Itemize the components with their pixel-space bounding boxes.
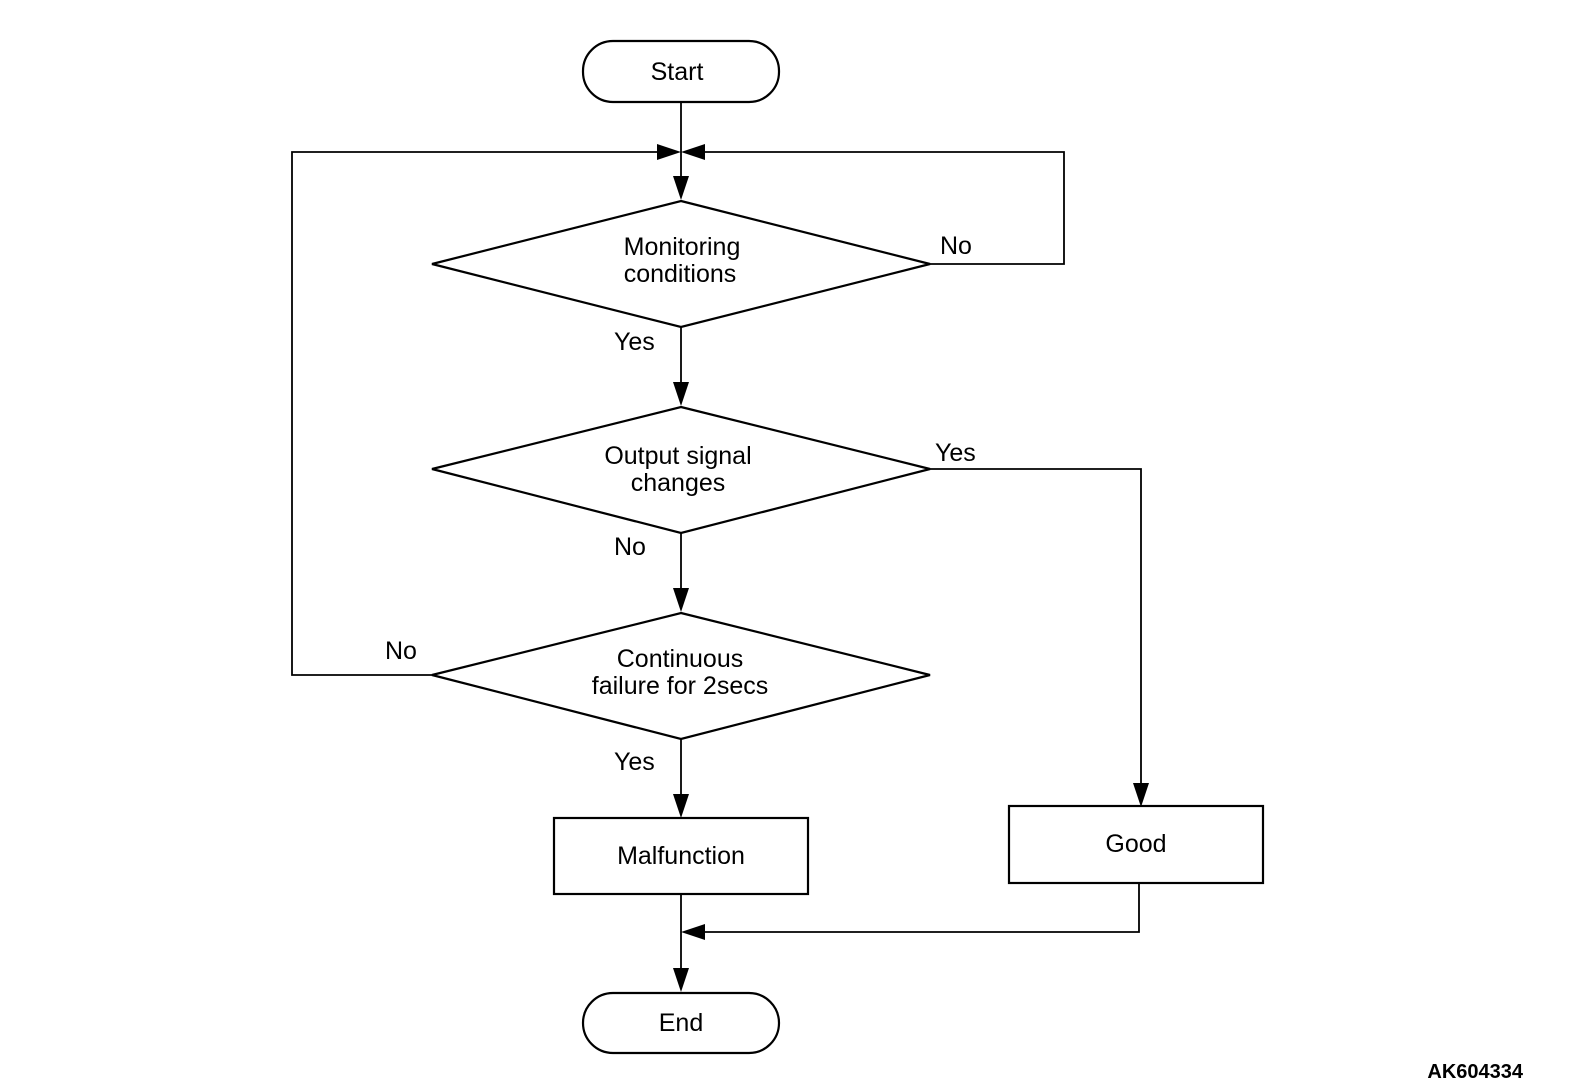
- continuous-label-line1: Continuous: [617, 645, 743, 673]
- output-decision: Output signal changes: [431, 405, 931, 535]
- good-label: Good: [1105, 830, 1166, 858]
- arrowhead-into-end-merge: [681, 924, 705, 940]
- arrowhead-into-continuous: [673, 588, 689, 612]
- edge-monitoring-no-loop: [697, 151, 1065, 265]
- monitoring-yes-label: Yes: [614, 328, 655, 356]
- output-label-line2: changes: [631, 469, 726, 497]
- continuous-no-label: No: [385, 637, 417, 665]
- start-label: Start: [651, 58, 704, 86]
- continuous-yes-label: Yes: [614, 748, 655, 776]
- arrowheads: [657, 144, 1149, 992]
- continuous-label-line2: failure for 2secs: [592, 672, 768, 700]
- good-box: [1007, 804, 1265, 885]
- malfunction-node: Malfunction: [552, 816, 810, 896]
- arrowhead-into-monitoring: [673, 176, 689, 200]
- edge-output-yes: [930, 468, 1142, 791]
- end-terminator: [581, 991, 781, 1055]
- edge-labels: No Yes Yes No No Yes: [385, 232, 976, 776]
- output-yes-label: Yes: [935, 439, 976, 467]
- output-label-line1: Output signal: [604, 442, 751, 470]
- edge-continuous-no-loop: [291, 151, 665, 676]
- figure-code: AK604334: [1427, 1061, 1524, 1083]
- end-node: End: [581, 991, 781, 1055]
- arrowhead-into-junction-left: [657, 144, 681, 160]
- arrowhead-into-junction-right: [681, 144, 705, 160]
- edge-good-to-end: [697, 883, 1140, 933]
- arrowhead-into-end: [673, 968, 689, 992]
- continuous-diamond: [431, 611, 931, 741]
- output-no-label: No: [614, 533, 646, 561]
- start-terminator: [581, 39, 781, 104]
- monitoring-decision: Monitoring conditions: [431, 199, 931, 329]
- monitoring-label-line1: Monitoring: [624, 233, 741, 261]
- monitoring-label-line2: conditions: [624, 260, 737, 288]
- connectors: [291, 102, 1142, 976]
- output-diamond: [431, 405, 931, 535]
- arrowhead-into-good: [1133, 783, 1149, 807]
- malfunction-label: Malfunction: [617, 842, 745, 870]
- start-node: Start: [581, 39, 781, 104]
- good-node: Good: [1007, 804, 1265, 885]
- end-label: End: [659, 1009, 703, 1037]
- malfunction-box: [552, 816, 810, 896]
- monitoring-no-label: No: [940, 232, 972, 260]
- monitoring-diamond: [431, 199, 931, 329]
- arrowhead-into-output: [673, 382, 689, 406]
- arrowhead-into-malfunction: [673, 794, 689, 818]
- continuous-decision: Continuous failure for 2secs: [431, 611, 931, 741]
